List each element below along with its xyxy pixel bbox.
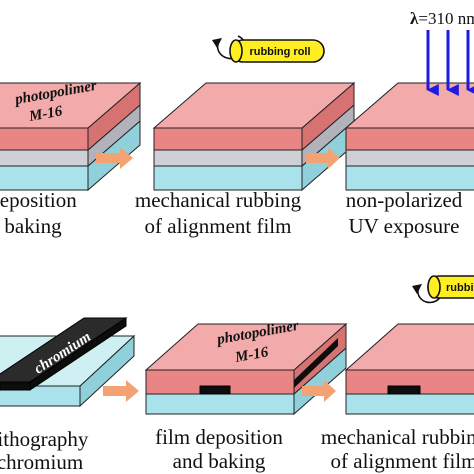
glass-front <box>145 393 295 415</box>
film-top <box>0 82 142 129</box>
wavelength-value: =310 nm <box>418 9 474 28</box>
layer-label-line2: M-16 <box>233 344 270 366</box>
layer-label-line2: M-16 <box>27 103 64 125</box>
film-top <box>344 82 474 129</box>
row2-panel2-caption-line2: and baking <box>173 449 266 473</box>
row2-panel1-caption-line2: chromium <box>0 450 83 474</box>
chromium-top <box>0 317 128 383</box>
uv-wavelength-label: λ=310 nm <box>410 9 474 28</box>
row1-panel3-stack <box>344 82 474 191</box>
film-top <box>152 82 356 129</box>
film-top <box>144 323 348 371</box>
roll-label: rubbing roll <box>446 282 474 294</box>
flow-arrow-icon <box>302 380 336 402</box>
row2-panel1-caption-line1: lithography <box>0 427 89 451</box>
glass-front <box>0 165 89 191</box>
rubbing-roll-icon <box>229 39 325 63</box>
interlayer-front <box>153 149 303 167</box>
roll-label: rubbing roll <box>249 46 310 58</box>
flow-arrow-icon <box>306 147 340 169</box>
flow-arrow-icon <box>96 147 133 169</box>
row1-panel1-stack <box>0 81 142 192</box>
film-front <box>153 127 303 151</box>
row2-panel3-caption-line2: of alignment film <box>331 449 474 473</box>
row2-panel3-stack <box>344 323 474 415</box>
interlayer-front <box>0 149 89 167</box>
row1-panel2-caption-line2: of alignment film <box>145 214 292 238</box>
row1-panel1-caption-line2: baking <box>4 214 62 238</box>
wavelength-symbol: λ <box>410 9 419 28</box>
glass-front <box>345 165 474 191</box>
interlayer-front <box>345 149 474 167</box>
row1-panel3-caption-line1: non-polarized <box>346 188 463 212</box>
row2-rubbing-roll: rubbing roll <box>412 275 474 304</box>
chromium-strip-side <box>294 338 338 388</box>
row1-panel2-stack <box>152 81 356 192</box>
rotation-arrowhead <box>212 38 222 48</box>
row1-panel3-caption-line2: UV exposure <box>348 214 459 238</box>
row1-panel1-caption-line1: deposition <box>0 188 77 212</box>
chromium-strip <box>199 385 231 395</box>
film-front <box>0 127 89 151</box>
row2-panel2-stack <box>144 322 348 416</box>
chromium-strip <box>387 385 421 395</box>
rubbing-roll-icon <box>427 275 474 299</box>
film-top <box>344 323 474 371</box>
glass-front <box>345 393 474 415</box>
uv-arrows <box>426 30 474 96</box>
row2-panel2-caption-line1: film deposition <box>155 425 283 449</box>
chromium-front <box>0 381 31 391</box>
film-front <box>345 127 474 151</box>
row2-panel3-caption-line1: mechanical rubbing <box>321 425 474 449</box>
flow-arrow-icon <box>103 380 139 402</box>
row1-panel2-caption-line1: mechanical rubbing <box>135 188 302 212</box>
glass-front <box>153 165 303 191</box>
row2-panel1-stack <box>0 317 136 408</box>
rotation-arrowhead <box>412 284 422 294</box>
row1-rubbing-roll: rubbing roll <box>212 35 325 63</box>
